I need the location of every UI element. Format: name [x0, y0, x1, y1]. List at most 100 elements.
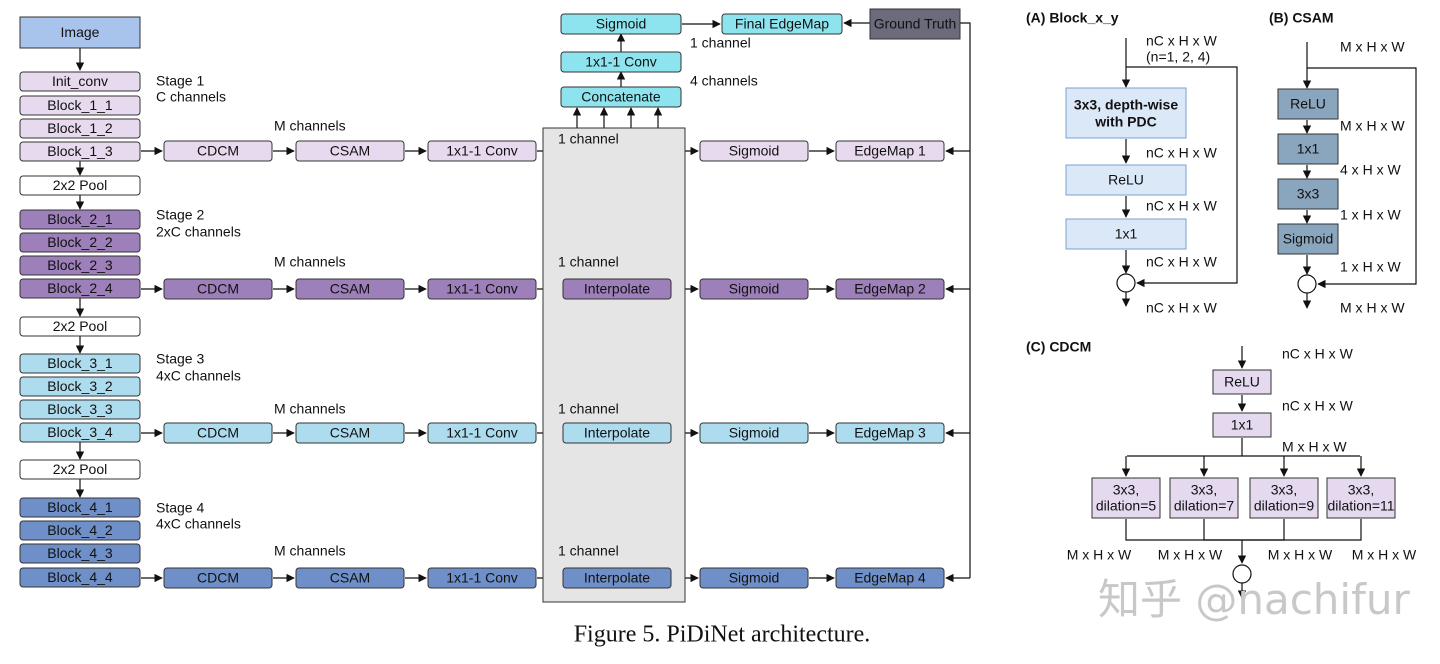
- csam-3-label: CSAM: [330, 425, 370, 441]
- sigmoid-3-label: Sigmoid: [729, 425, 780, 441]
- panel-b-sigmoid-label: Sigmoid: [1283, 231, 1334, 247]
- sigmoid-1: [699, 140, 809, 162]
- final-edgemap-label: Final EdgeMap: [735, 16, 829, 32]
- panel-a-n-note: (n=1, 2, 4): [1146, 49, 1210, 65]
- interpolate-2-label: Interpolate: [584, 281, 650, 297]
- csam-4: [295, 567, 405, 589]
- m-channels-1: M channels: [274, 118, 346, 134]
- block-4-1-label: Block_4_1: [47, 499, 113, 515]
- panel-c-add: [1232, 564, 1252, 584]
- m-channels-2: M channels: [274, 254, 346, 270]
- concatenate-label: Concatenate: [581, 89, 661, 105]
- block-3-1: [19, 353, 141, 374]
- panel-b-title: (B) CSAM: [1269, 10, 1334, 26]
- pool-2-label: 2x2 Pool: [53, 318, 107, 334]
- panel-c-1x1: [1212, 412, 1272, 438]
- panel-b-1x1-label: 1x1: [1297, 141, 1320, 157]
- ground-truth: [869, 8, 961, 40]
- stage-2-channels: 2xC channels: [156, 224, 241, 240]
- panel-c-out-dim-2: M x H x W: [1158, 547, 1223, 563]
- panel-c-dilated-1-l2: dilation=5: [1096, 498, 1157, 514]
- panel-c-branch-out-2: [1203, 519, 1242, 541]
- csam-1: [295, 140, 405, 162]
- block-3-3-label: Block_3_3: [47, 401, 113, 417]
- panel-b-dim-1: M x H x W: [1340, 118, 1405, 134]
- block-1-3: [19, 141, 141, 162]
- panel-b-dim-2: 4 x H x W: [1340, 162, 1401, 178]
- panel-b-relu-label: ReLU: [1290, 96, 1326, 112]
- block-1-2: [19, 118, 141, 139]
- panel-c-relu: [1212, 369, 1272, 395]
- panel-a-dim-3: nC x H x W: [1146, 254, 1218, 270]
- panel-b-in-dim: M x H x W: [1340, 39, 1405, 55]
- conv-2: [427, 278, 537, 300]
- cdcm-4-label: CDCM: [197, 570, 239, 586]
- interpolation-panel: [542, 127, 686, 603]
- four-channels: 4 channels: [690, 73, 758, 89]
- concatenate: [560, 86, 682, 108]
- panel-c-dilated-1-l1: 3x3,: [1113, 482, 1139, 498]
- csam-2: [295, 278, 405, 300]
- interpolate-4-label: Interpolate: [584, 570, 650, 586]
- panel-b-skip: [1307, 67, 1417, 289]
- panel-b-1x1: [1277, 133, 1339, 165]
- panel-c-dilated-3: [1249, 477, 1319, 519]
- interpolate-3: [562, 422, 672, 444]
- init-conv-block-label: Init_conv: [52, 73, 108, 89]
- edgemap-1: [835, 140, 945, 162]
- panel-c-out-dim-3: M x H x W: [1268, 547, 1333, 563]
- block-3-3: [19, 399, 141, 420]
- block-4-4: [19, 567, 141, 588]
- one-channel-4: 1 channel: [558, 543, 619, 559]
- panel-c-dilated-4-l1: 3x3,: [1348, 482, 1374, 498]
- panel-a-dim-1: nC x H x W: [1146, 145, 1218, 161]
- panel-c-dilated-1: [1091, 477, 1161, 519]
- cdcm-1-label: CDCM: [197, 143, 239, 159]
- csam-4-label: CSAM: [330, 570, 370, 586]
- block-2-1: [19, 209, 141, 230]
- panel-a-title: (A) Block_x_y: [1026, 10, 1119, 26]
- panel-c-dilated-2-l2: dilation=7: [1174, 498, 1235, 514]
- csam-2-label: CSAM: [330, 281, 370, 297]
- sigmoid-4: [699, 567, 809, 589]
- gt-feed-line: [960, 22, 971, 578]
- top-conv: [560, 51, 682, 73]
- top-one-channel: 1 channel: [690, 35, 751, 51]
- block-1-2-label: Block_1_2: [47, 120, 113, 136]
- panel-c-dilated-3-l1: 3x3,: [1271, 482, 1297, 498]
- block-4-2: [19, 520, 141, 541]
- panel-c-relu-label: ReLU: [1224, 374, 1260, 390]
- panel-a-dim-out: nC x H x W: [1146, 300, 1218, 316]
- panel-c-1x1-label: 1x1: [1231, 417, 1254, 433]
- cdcm-3-label: CDCM: [197, 425, 239, 441]
- stage-2-name: Stage 2: [156, 207, 204, 223]
- panel-a-relu: ReLU: [1108, 172, 1144, 188]
- stage-4-name: Stage 4: [156, 500, 204, 516]
- panel-b-dim-4: 1 x H x W: [1340, 259, 1401, 275]
- block-3-1-label: Block_3_1: [47, 355, 113, 371]
- panel-b-multiply: [1297, 274, 1317, 294]
- interpolate-3-label: Interpolate: [584, 425, 650, 441]
- edgemap-1-label: EdgeMap 1: [854, 143, 926, 159]
- image-input-label: Image: [61, 24, 100, 40]
- block-4-3: [19, 543, 141, 564]
- stage-1-channels: C channels: [156, 89, 226, 105]
- cdcm-4: [163, 567, 273, 589]
- panel-c-out-dim-4: M x H x W: [1352, 547, 1417, 563]
- panel-a-1x1-box: [1065, 218, 1187, 250]
- panel-a-in-dim: nC x H x W: [1146, 33, 1218, 49]
- panel-c-out-dim-1: M x H x W: [1067, 547, 1132, 563]
- stage-1-name: Stage 1: [156, 73, 204, 89]
- m-channels-3: M channels: [274, 401, 346, 417]
- top-sigmoid-label: Sigmoid: [596, 16, 647, 32]
- panel-c-dim-2: nC x H x W: [1282, 398, 1354, 414]
- one-channel-1: 1 channel: [558, 131, 619, 147]
- block-1-1: [19, 95, 141, 116]
- one-channel-2: 1 channel: [558, 254, 619, 270]
- panel-a-dim-2: nC x H x W: [1146, 198, 1218, 214]
- edgemap-2-label: EdgeMap 2: [854, 281, 926, 297]
- top-sigmoid: [560, 13, 682, 35]
- panel-a-pdc-line1: 3x3, depth-wise: [1074, 97, 1178, 113]
- panel-c-dilated-3-l2: dilation=9: [1254, 498, 1315, 514]
